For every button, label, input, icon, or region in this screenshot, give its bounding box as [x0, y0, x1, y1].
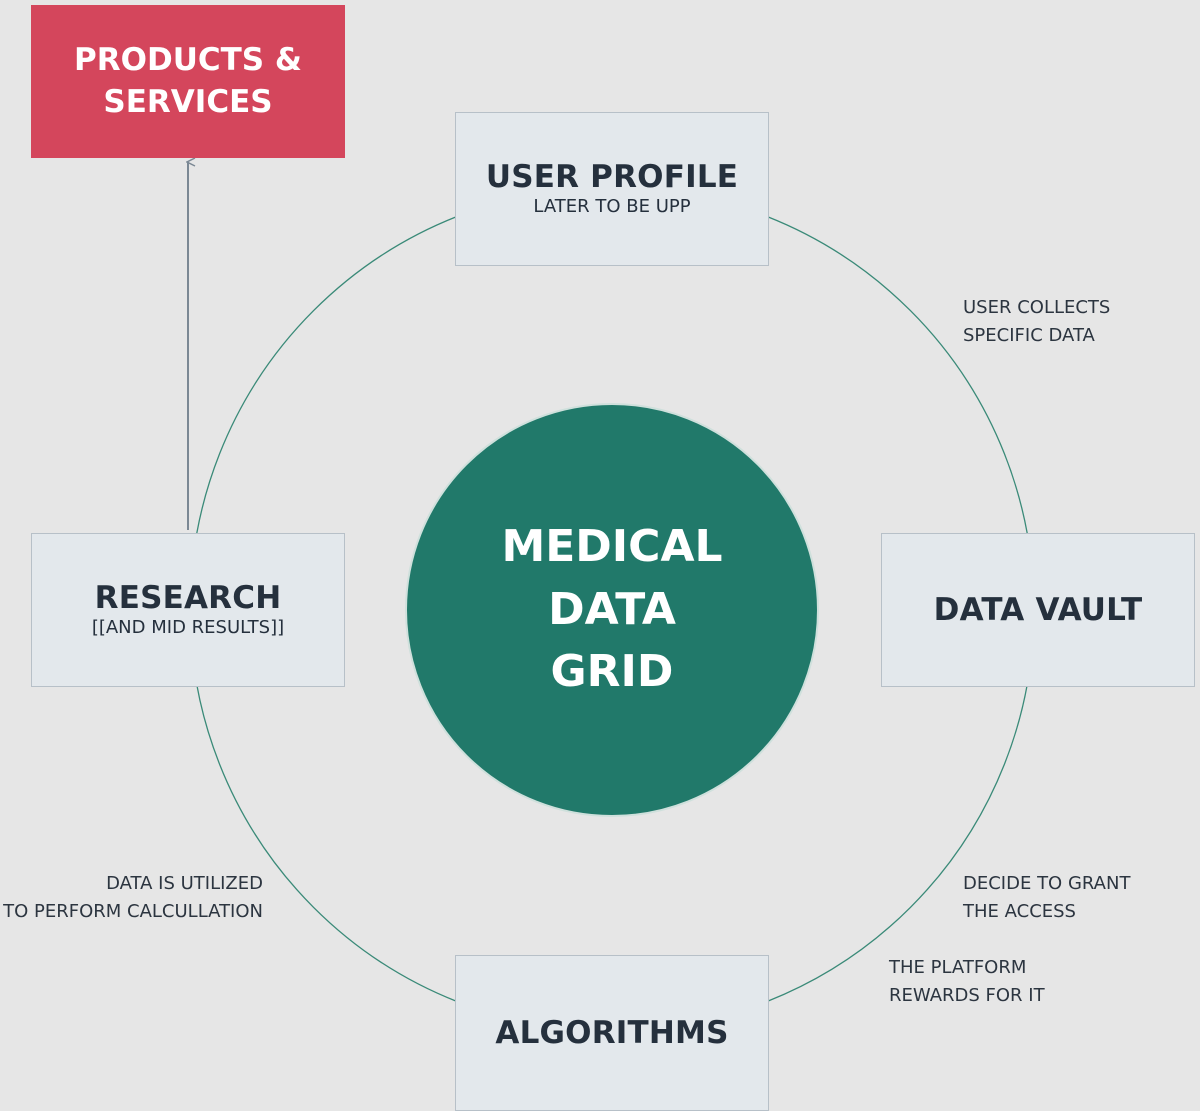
products-services-box: PRODUCTS & SERVICES — [31, 5, 345, 158]
research-node: RESEARCH [[AND MID RESULTS]] — [31, 533, 345, 687]
algorithms-title: ALGORITHMS — [495, 1014, 729, 1051]
data-vault-node: DATA VAULT — [881, 533, 1195, 687]
medical-data-grid-hub: MEDICAL DATA GRID — [405, 403, 819, 817]
user-profile-node: USER PROFILE LATER TO BE UPP — [455, 112, 769, 266]
algorithms-node: ALGORITHMS — [455, 955, 769, 1111]
note-user-collects: USER COLLECTS SPECIFIC DATA — [963, 297, 1111, 346]
user-profile-title: USER PROFILE — [485, 159, 739, 196]
user-profile-subtitle: LATER TO BE UPP — [533, 195, 691, 217]
note-data-utilized: DATA IS UTILIZED TO PERFORM CALCULLATION — [3, 873, 263, 922]
research-title: RESEARCH — [94, 580, 282, 617]
research-subtitle: [[AND MID RESULTS]] — [91, 616, 285, 638]
data-vault-title: DATA VAULT — [933, 591, 1143, 628]
note-decide-grant: DECIDE TO GRANT THE ACCESS — [963, 873, 1131, 922]
note-platform-rewards: THE PLATFORM REWARDS FOR IT — [889, 957, 1045, 1006]
